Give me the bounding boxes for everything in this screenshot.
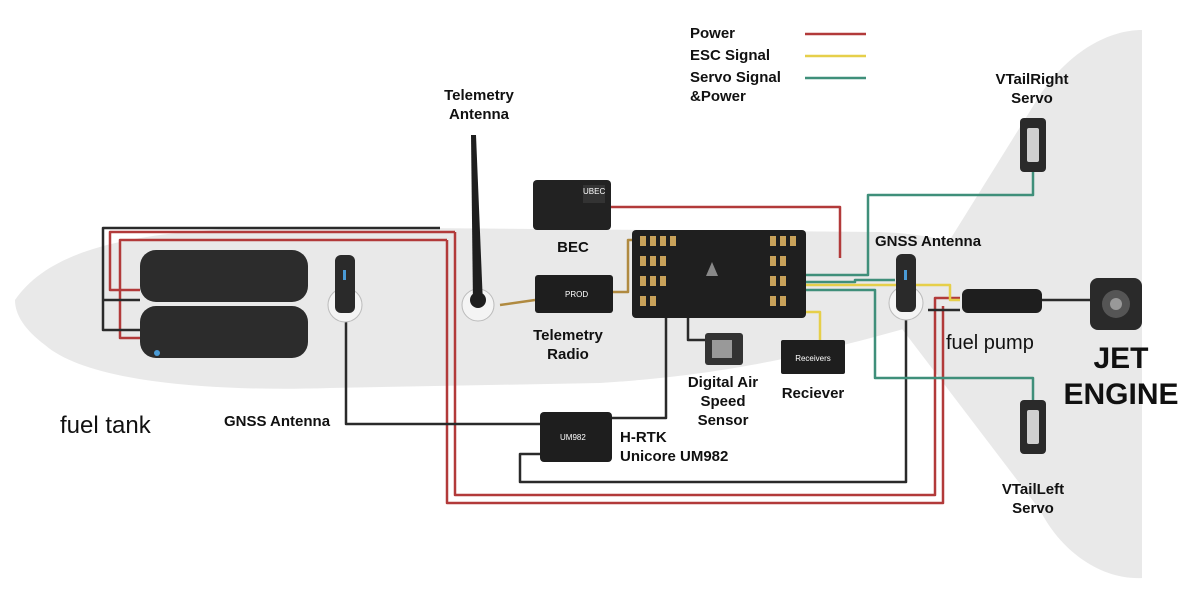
legend-servo-label: Servo Signal &Power (690, 69, 781, 105)
flight-controller-device (632, 230, 806, 318)
legend-power-label: Power (690, 25, 736, 42)
gnss-antenna-right-label: GNSS Antenna (874, 233, 982, 250)
black-wire-hrtk-fc (610, 290, 668, 420)
vtail-right-servo-device (1020, 118, 1046, 172)
esc-wire (806, 283, 960, 302)
svg-text:UM982: UM982 (560, 433, 586, 442)
bec-label: BEC (557, 239, 589, 256)
black-wire-airspeed (686, 318, 705, 342)
fuel-tank (140, 250, 308, 358)
gnss-antenna-left-device (327, 255, 363, 323)
digital-airspeed-device (705, 333, 743, 365)
jet-engine-label: JET ENGINE (1063, 342, 1179, 411)
power-wire-tank-loop (108, 230, 960, 497)
legend-esc-label: ESC Signal (690, 47, 771, 64)
gnss-antenna-left-label: GNSS Antenna (223, 413, 331, 430)
telemetry-radio-device: PROD (535, 275, 613, 313)
vtail-left-servo-label: VTailLeft Servo (1001, 481, 1065, 517)
svg-text:PROD: PROD (565, 290, 588, 299)
digital-airspeed-label: Digital Air Speed Sensor (687, 374, 759, 429)
telemetry-radio-label: Telemetry Radio (533, 327, 603, 363)
fuel-tank-label: fuel tank (60, 412, 151, 439)
fuel-pump-label: fuel pump (946, 332, 1034, 354)
fuel-pump-device (962, 289, 1042, 313)
black-wire-pump (928, 298, 1090, 312)
servo-wire-right (806, 170, 1035, 277)
black-wire-gnss-right (518, 308, 908, 484)
telemetry-antenna-label: Telemetry Antenna (444, 87, 514, 123)
vtail-right-servo-label: VTailRight Servo (995, 71, 1069, 107)
power-wire-bec (610, 205, 842, 258)
receiver-device: Receivers (781, 340, 845, 374)
servo-wire-left (806, 288, 1035, 400)
svg-text:UBEC: UBEC (583, 187, 605, 196)
black-wire-gnss-left (344, 308, 540, 426)
legend (805, 32, 866, 80)
receiver-device-label: Receivers (795, 354, 831, 363)
vtail-left-servo-device (1020, 400, 1046, 454)
jet-engine-device (1090, 278, 1142, 330)
servo-wire-fc-left (806, 278, 895, 284)
gnss-antenna-right-device (888, 254, 924, 321)
bec-device: UBEC (533, 180, 611, 230)
power-wire-tank-loop-2 (118, 238, 945, 505)
hrtk-device: UM982 (540, 412, 612, 462)
receiver-label: Reciever (781, 385, 845, 402)
hrtk-label: H-RTK Unicore UM982 (620, 429, 729, 465)
telemetry-antenna-device (461, 135, 495, 322)
black-wire-tank (101, 226, 440, 332)
receiver-wire (806, 310, 822, 340)
